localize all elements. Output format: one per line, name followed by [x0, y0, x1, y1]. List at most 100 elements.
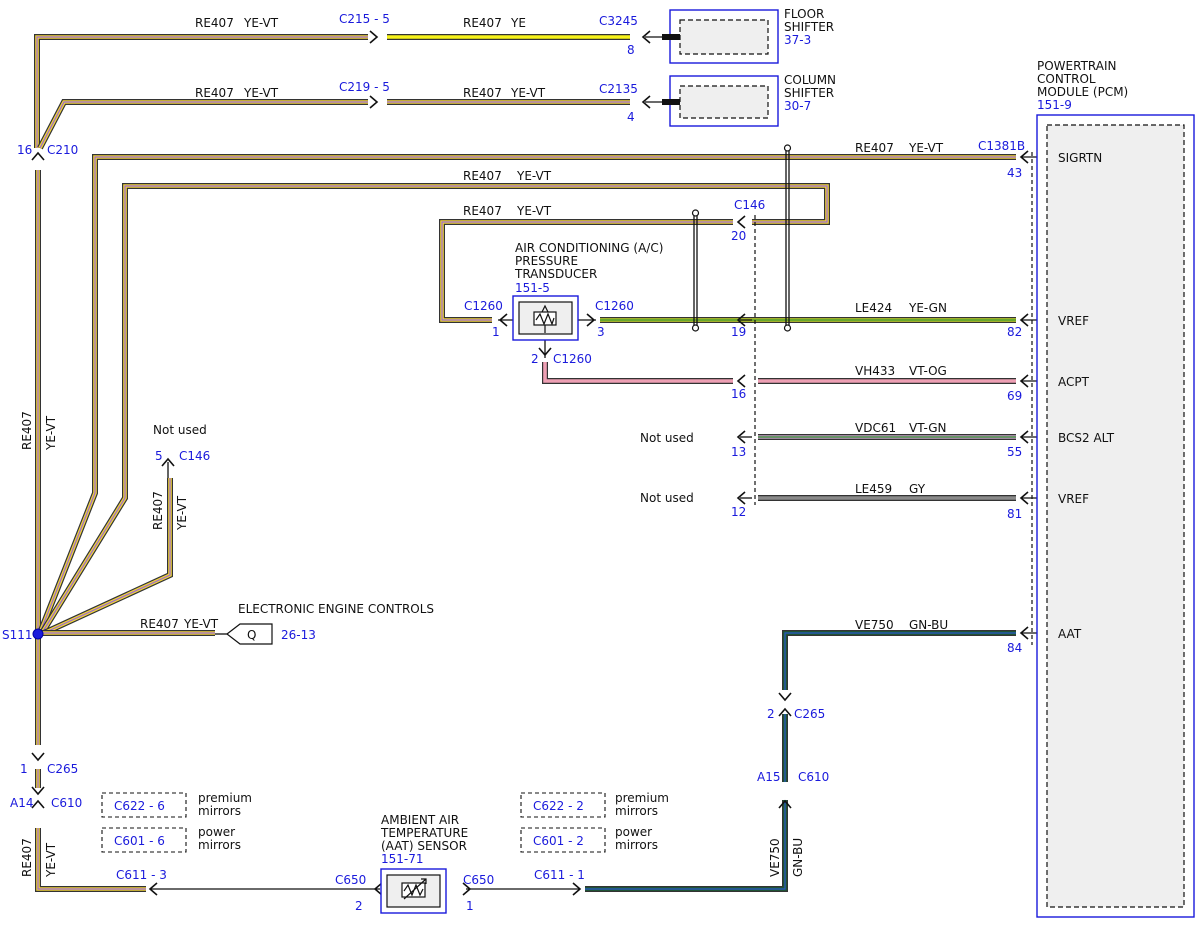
- pcm-module: [1031, 114, 1195, 918]
- column-shifter: [662, 75, 779, 127]
- connector-c146-left: C146: [179, 449, 210, 463]
- wire-color-ye-vt-eec: YE-VT: [183, 617, 219, 631]
- pin-a14: A14: [10, 796, 33, 810]
- wire-color-gn-bu-h: GN-BU: [909, 618, 948, 632]
- wire-name-re407-bottom: RE407: [20, 838, 34, 877]
- wire-color-gy: GY: [909, 482, 926, 496]
- wire-name-le424: LE424: [855, 301, 892, 315]
- connector-c265-right: C265: [794, 707, 825, 721]
- connector-c622-2: C622 - 2: [533, 799, 584, 813]
- wire-re407-sigrtn: [37, 154, 1016, 635]
- floor-shifter-ref: 37-3: [784, 33, 811, 47]
- connector-c1260-bottom: C1260: [553, 352, 592, 366]
- connector-c650-left: C650: [335, 873, 366, 887]
- wire-name-vh433: VH433: [855, 364, 895, 378]
- column-shifter-ref: 30-7: [784, 99, 811, 113]
- wire-name-re407-loop: RE407: [463, 169, 502, 183]
- wire-color-ye-vt-col2: YE-VT: [510, 86, 546, 100]
- pin-20: 20: [731, 229, 746, 243]
- pin-8: 8: [627, 43, 635, 57]
- connector-c610-left: C610: [51, 796, 82, 810]
- connector-c610-right: C610: [798, 770, 829, 784]
- column-shifter-title-2: SHIFTER: [784, 86, 834, 100]
- pin-3-transducer: 3: [597, 325, 605, 339]
- floor-shifter-title-2: SHIFTER: [784, 20, 834, 34]
- connector-c601-6: C601 - 6: [114, 834, 165, 848]
- pin-4: 4: [627, 110, 635, 124]
- connector-c210: C210: [47, 143, 78, 157]
- aat-sensor-title-3: (AAT) SENSOR: [381, 839, 467, 853]
- s111-splice-dot: [32, 628, 44, 640]
- wire-re407-floor-shifter: [34, 34, 630, 148]
- wire-name-ve750-v: VE750: [768, 838, 782, 877]
- wire-name-le459: LE459: [855, 482, 892, 496]
- pcm-pin-bcs2: BCS2 ALT: [1058, 431, 1115, 445]
- wire-vh433: [542, 362, 1016, 384]
- pin-16-c146: 16: [731, 387, 746, 401]
- power-mirrors-left-2: mirrors: [198, 838, 241, 852]
- mirror-option-boxes: [101, 792, 606, 853]
- pin-2-c265: 2: [767, 707, 775, 721]
- aat-sensor: [380, 868, 447, 914]
- pin-13: 13: [731, 445, 746, 459]
- pin-2-transducer: 2: [531, 352, 539, 366]
- aat-sensor-ref: 151-71: [381, 852, 424, 866]
- connector-c3245: C3245: [599, 14, 638, 28]
- pin-16-c210: 16: [17, 143, 32, 157]
- not-used-label-12: Not used: [640, 491, 694, 505]
- pin-84: 84: [1007, 641, 1022, 655]
- connector-c622-6: C622 - 6: [114, 799, 165, 813]
- pcm-pin-vref-2: VREF: [1058, 492, 1089, 506]
- wire-re407-column-shifter: [37, 99, 630, 150]
- wire-re407-c611-3: [35, 828, 146, 892]
- wire-color-ye-vt-c146-5: YE-VT: [175, 495, 189, 531]
- wire-color-ye-vt-col: YE-VT: [243, 86, 279, 100]
- aat-sensor-title-2: TEMPERATURE: [380, 826, 468, 840]
- wire-color-ye-gn: YE-GN: [908, 301, 947, 315]
- splice-s111: S111: [2, 628, 33, 642]
- wire-name-re407-inner: RE407: [463, 204, 502, 218]
- pin-81: 81: [1007, 507, 1022, 521]
- connector-c265-left: C265: [47, 762, 78, 776]
- pin-12: 12: [731, 505, 746, 519]
- connector-c650-right: C650: [463, 873, 494, 887]
- pin-a15: A15: [757, 770, 780, 784]
- connector-c611-1: C611 - 1: [534, 868, 585, 882]
- power-mirrors-right-1: power: [615, 825, 652, 839]
- ac-transducer-title-1: AIR CONDITIONING (A/C): [515, 241, 663, 255]
- wire-ve750: [585, 630, 1016, 892]
- connector-c219: C219 - 5: [339, 80, 390, 94]
- wire-name-re407-eec: RE407: [140, 617, 179, 631]
- wire-name-re407-trunk: RE407: [20, 411, 34, 450]
- wire-color-ye-vt-sigrtn: YE-VT: [908, 141, 944, 155]
- pcm-title-3: MODULE (PCM): [1037, 85, 1128, 99]
- power-mirrors-right-2: mirrors: [615, 838, 658, 852]
- connector-c2135: C2135: [599, 82, 638, 96]
- wire-color-ye-vt-loop: YE-VT: [516, 169, 552, 183]
- wire-name-re407-top2: RE407: [463, 16, 502, 30]
- pin-55: 55: [1007, 445, 1022, 459]
- premium-mirrors-right-2: mirrors: [615, 804, 658, 818]
- not-used-label-13: Not used: [640, 431, 694, 445]
- pcm-pin-acpt: ACPT: [1058, 375, 1090, 389]
- wire-color-ye-vt-trunk: YE-VT: [44, 415, 58, 451]
- pin-19: 19: [731, 325, 746, 339]
- wire-color-ye: YE: [510, 16, 526, 30]
- pin-82: 82: [1007, 325, 1022, 339]
- connector-c146-top: C146: [734, 198, 765, 212]
- ac-transducer-ref: 151-5: [515, 281, 550, 295]
- connector-c1260-right: C1260: [595, 299, 634, 313]
- not-used-label-5: Not used: [153, 423, 207, 437]
- wire-color-ye-vt-top: YE-VT: [243, 16, 279, 30]
- pcm-pin-sigrtn: SIGRTN: [1058, 151, 1102, 165]
- pin-1-c265: 1: [20, 762, 28, 776]
- pcm-title-1: POWERTRAIN: [1037, 59, 1117, 73]
- pin-1-transducer: 1: [492, 325, 500, 339]
- premium-mirrors-left-1: premium: [198, 791, 252, 805]
- connector-c215: C215 - 5: [339, 12, 390, 26]
- eec-reference-flag: [215, 623, 273, 645]
- connector-c1260-left: C1260: [464, 299, 503, 313]
- pin-2-c650: 2: [355, 899, 363, 913]
- premium-mirrors-left-2: mirrors: [198, 804, 241, 818]
